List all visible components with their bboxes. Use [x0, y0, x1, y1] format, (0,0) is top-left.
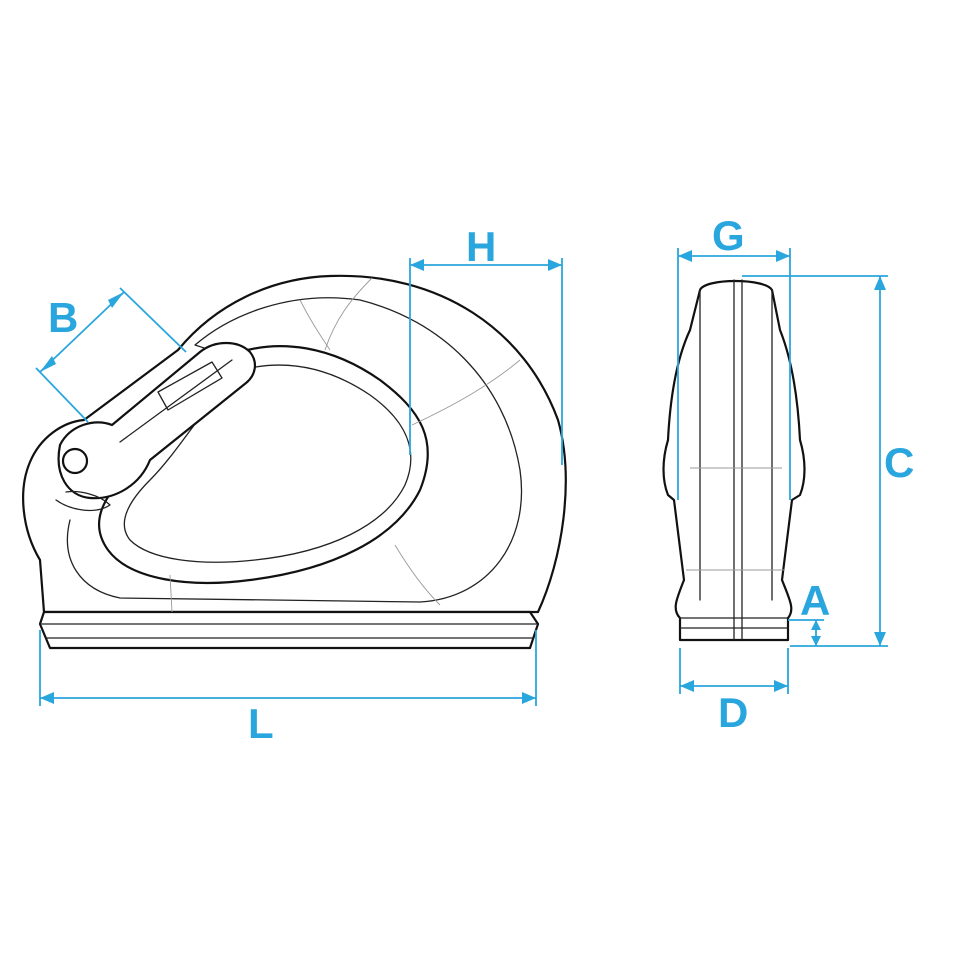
- dimension-lines: [35, 248, 888, 706]
- hook-inner-rim: [66, 297, 523, 603]
- seam-line-4: [169, 574, 173, 613]
- dim-g-arrow-1: [678, 250, 692, 262]
- latch-tail: [55, 490, 111, 512]
- latch-pivot-pin: [61, 447, 89, 475]
- seam-line-2: [411, 359, 521, 426]
- dimension-labels: B H G C A L D: [48, 212, 914, 747]
- label-b: B: [48, 294, 78, 341]
- dim-a-arrow-2: [811, 636, 821, 646]
- base-plate: [38, 610, 540, 650]
- label-c: C: [884, 439, 914, 486]
- dim-g-arrow-2: [776, 250, 790, 262]
- dim-d-arrow-1: [680, 680, 694, 692]
- dim-l-arrow-1: [40, 692, 54, 704]
- dim-a-arrow-1: [811, 620, 821, 630]
- latch-spring-slot: [157, 361, 223, 411]
- hook-eye-inner: [123, 364, 412, 563]
- dim-b-line: [39, 291, 125, 373]
- dim-c-arrow-2: [874, 632, 886, 646]
- dim-b-ext-2: [119, 287, 187, 353]
- dim-b-ext-1: [35, 367, 89, 423]
- seam-line-3: [394, 544, 441, 606]
- label-d: D: [718, 689, 748, 736]
- label-h: H: [466, 223, 496, 270]
- dim-b-arrow-1: [40, 356, 56, 372]
- hook-side-view: [22, 274, 567, 650]
- hook-front-view: [662, 279, 806, 642]
- label-l: L: [248, 700, 274, 747]
- dim-d-arrow-2: [774, 680, 788, 692]
- label-a: A: [800, 577, 830, 624]
- dim-l-arrow-2: [522, 692, 536, 704]
- seam-line-1: [324, 277, 373, 351]
- label-g: G: [712, 212, 745, 259]
- dim-h-arrow-2: [548, 259, 562, 271]
- dim-b-arrow-2: [108, 292, 124, 308]
- latch-edge: [119, 359, 233, 443]
- seam-line-5: [299, 299, 331, 351]
- dim-c-arrow-1: [874, 276, 886, 290]
- latch-gate: [57, 341, 256, 500]
- dim-h-arrow-1: [410, 259, 424, 271]
